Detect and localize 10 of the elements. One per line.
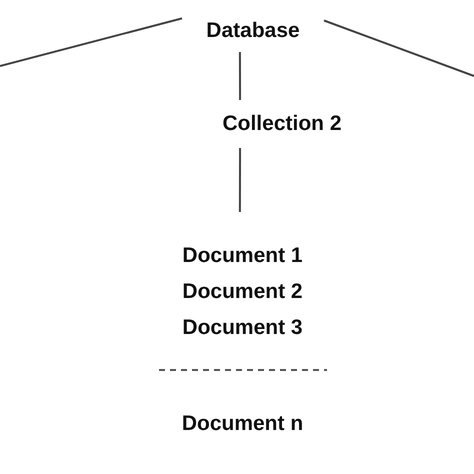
connector-line xyxy=(238,52,242,100)
node-label: Document 1 xyxy=(182,243,303,269)
connector-line xyxy=(324,20,474,77)
node-label: Document 3 xyxy=(182,315,303,341)
connector-line xyxy=(0,17,182,67)
connector-line xyxy=(238,148,242,212)
node-label: Collection 2 xyxy=(222,111,342,138)
node-label: Document 2 xyxy=(182,279,303,305)
node-label: Database xyxy=(206,18,300,44)
node-label: Document n xyxy=(182,411,304,437)
